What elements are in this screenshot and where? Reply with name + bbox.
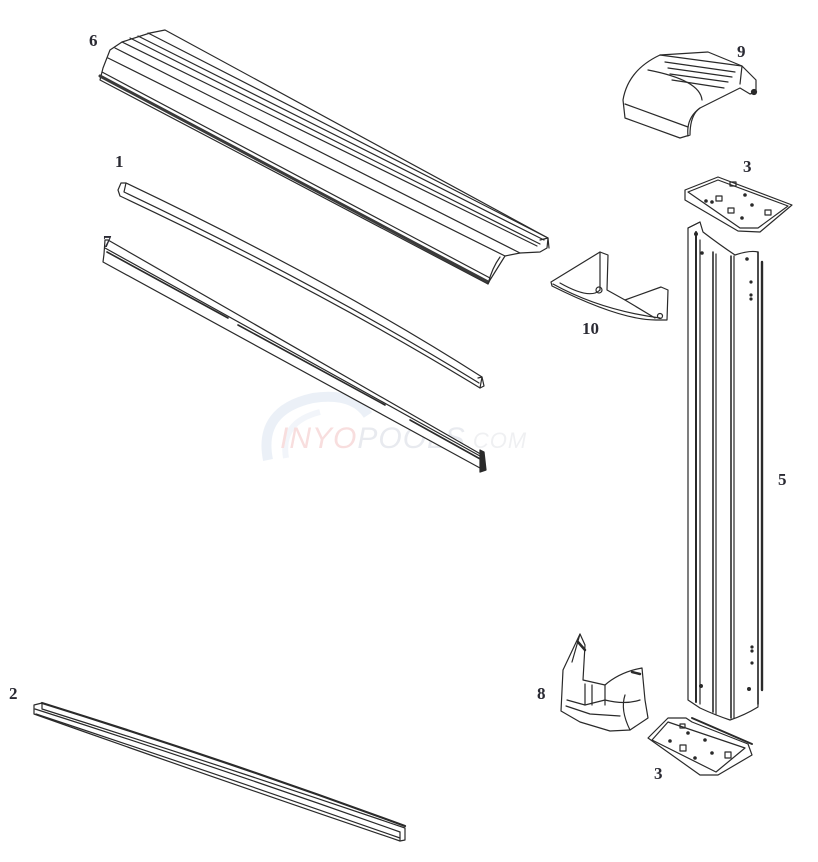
callout-8: 8 — [537, 684, 546, 703]
top-rail-part-6 — [98, 29, 550, 285]
callout-10: 10 — [582, 319, 599, 338]
top-plate-part-3 — [684, 176, 793, 233]
callout-3-top: 3 — [743, 157, 752, 176]
callout-5: 5 — [778, 470, 787, 489]
watermark-suffix: .COM — [465, 428, 528, 453]
connector-cover-part-10 — [550, 251, 669, 321]
bottom-track-part-2 — [33, 701, 407, 842]
stabilizer-part-1 — [117, 182, 485, 389]
top-cap-part-9 — [622, 51, 758, 139]
callout-3-bottom: 3 — [654, 764, 663, 783]
watermark-brand-1: INYO — [280, 422, 358, 455]
callout-1: 1 — [115, 152, 124, 171]
upright-part-5 — [687, 221, 764, 721]
base-shoe-part-8 — [560, 633, 649, 732]
callout-2: 2 — [9, 684, 18, 703]
connector-strip-part-7 — [102, 239, 487, 473]
callout-9: 9 — [737, 42, 746, 61]
callout-6: 6 — [89, 31, 98, 50]
watermark-logo-icon — [261, 391, 373, 461]
callout-7: 7 — [103, 232, 112, 251]
bottom-plate-part-3 — [647, 717, 753, 776]
